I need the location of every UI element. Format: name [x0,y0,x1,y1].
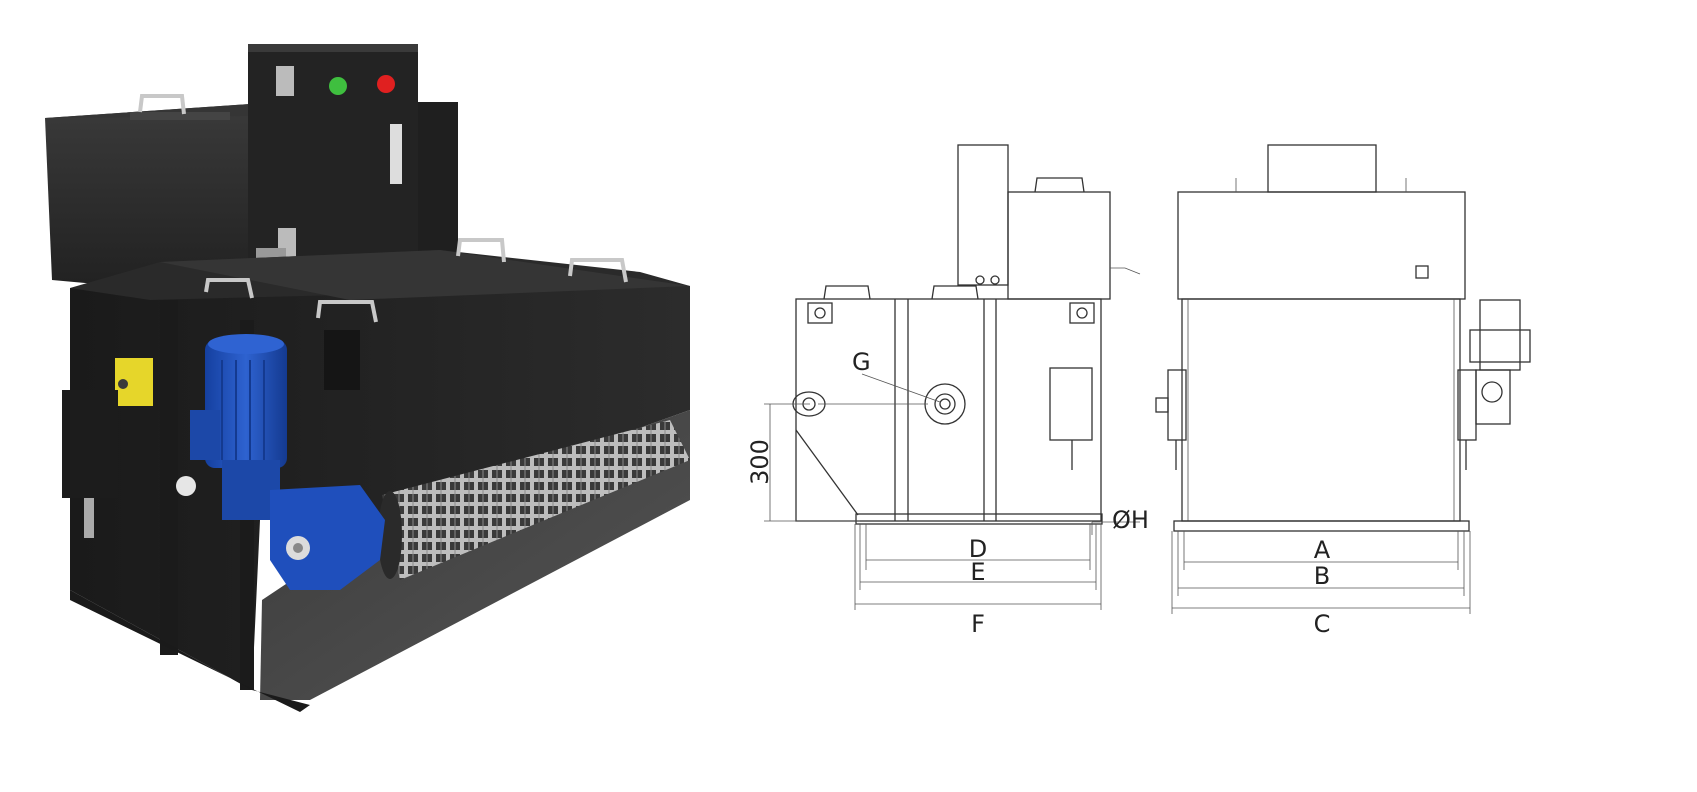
tank-lid [160,250,690,300]
green-lamp [329,77,347,95]
front-elevation-view: A B C [1155,144,1531,638]
label-c: C [1314,610,1331,638]
side-elevation-view: G 300 ØH D E F [746,144,1149,638]
lid-handle-2 [316,300,378,323]
machine-render [45,44,690,712]
lid-handle-1 [204,278,254,299]
red-lamp [377,75,395,93]
label-e: E [970,558,985,586]
label-a: A [1314,536,1331,564]
label-f: F [971,610,985,638]
gearbox [270,485,385,590]
label-300: 300 [746,439,774,485]
label-g: G [852,348,871,376]
mesh-conveyor [382,420,690,580]
label-d: D [969,535,987,563]
side-bracket [62,390,118,498]
door-latch [390,124,402,184]
label-h: ØH [1112,506,1149,534]
lid-handle-3 [456,238,506,263]
lid-handle-4 [568,258,628,283]
rear-enclosure [45,104,250,298]
blue-motor [205,340,287,468]
label-b: B [1314,562,1330,590]
top-handle [138,94,186,115]
